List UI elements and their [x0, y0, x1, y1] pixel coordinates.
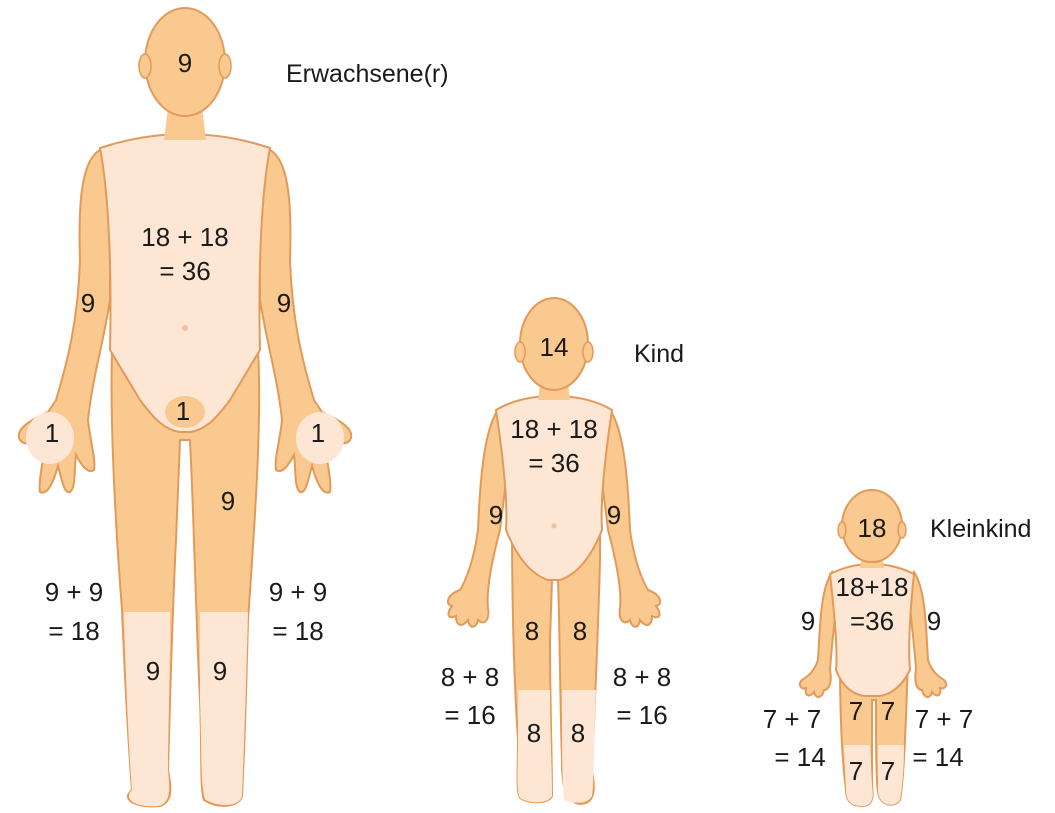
child-arm-right-value: 9	[607, 500, 621, 530]
toddler-shin-left-value: 7	[849, 756, 863, 786]
child-arm-left-value: 9	[489, 500, 503, 530]
child-leg-right-line2: = 16	[616, 700, 667, 730]
adult-leg-left-line2: = 18	[48, 616, 99, 646]
child-leg-right-line1: 8 + 8	[613, 662, 672, 692]
toddler-leg-left-line2: = 14	[774, 742, 825, 772]
toddler-trunk-line1: 18+18	[835, 572, 908, 602]
adult-hand-right-value: 1	[311, 418, 325, 448]
toddler-head-value: 18	[858, 513, 887, 543]
child-leg-left-line1: 8 + 8	[441, 662, 500, 692]
adult-leg-left-line1: 9 + 9	[45, 577, 104, 607]
toddler-ear-right	[898, 522, 906, 538]
child-thigh-right-value: 8	[573, 616, 587, 646]
toddler-arm-left-value: 9	[801, 606, 815, 636]
child-thigh-left-value: 8	[525, 616, 539, 646]
child-leg-left-line2: = 16	[444, 700, 495, 730]
adult-genital-value: 1	[176, 396, 190, 426]
adult-leg-right-line2: = 18	[272, 616, 323, 646]
adult-trunk-line2: = 36	[159, 256, 210, 286]
adult-shins-light	[124, 612, 248, 806]
adult-arm-left-value: 9	[81, 288, 95, 318]
adult-trunk-line1: 18 + 18	[141, 222, 228, 252]
toddler-trunk-line2: =36	[850, 606, 894, 636]
child-shin-left-value: 8	[527, 718, 541, 748]
child-trunk-line1: 18 + 18	[510, 414, 597, 444]
toddler-arm-right-value: 9	[927, 606, 941, 636]
toddler-leg-right-line1: 7 + 7	[915, 704, 974, 734]
adult-leg-right-line1: 9 + 9	[269, 577, 328, 607]
toddler-leg-right-line2: = 14	[912, 742, 963, 772]
child-trunk-line2: = 36	[528, 448, 579, 478]
adult-shin-left-value: 9	[146, 656, 160, 686]
child-ear-left	[515, 342, 525, 362]
adult-hand-left-value: 1	[45, 418, 59, 448]
toddler-leg-left-line1: 7 + 7	[763, 704, 822, 734]
child-title: Kind	[634, 340, 684, 368]
toddler-thigh-left-value: 7	[849, 696, 863, 726]
toddler-shin-right-value: 7	[881, 756, 895, 786]
adult-shin-right-value: 9	[213, 656, 227, 686]
adult-ear-left	[139, 54, 151, 78]
adult-navel	[182, 325, 188, 331]
toddler-thigh-right-value: 7	[881, 696, 895, 726]
adult-ear-right	[219, 54, 231, 78]
child-ear-right	[583, 342, 593, 362]
toddler-title: Kleinkind	[930, 515, 1031, 543]
adult-thigh-value: 9	[221, 486, 235, 516]
child-shin-right-value: 8	[571, 718, 585, 748]
toddler-ear-left	[838, 522, 846, 538]
adult-arm-right-value: 9	[277, 288, 291, 318]
child-navel	[552, 524, 557, 529]
adult-head-value: 9	[178, 48, 192, 78]
child-head-value: 14	[540, 332, 569, 362]
adult-title: Erwachsene(r)	[286, 60, 449, 88]
